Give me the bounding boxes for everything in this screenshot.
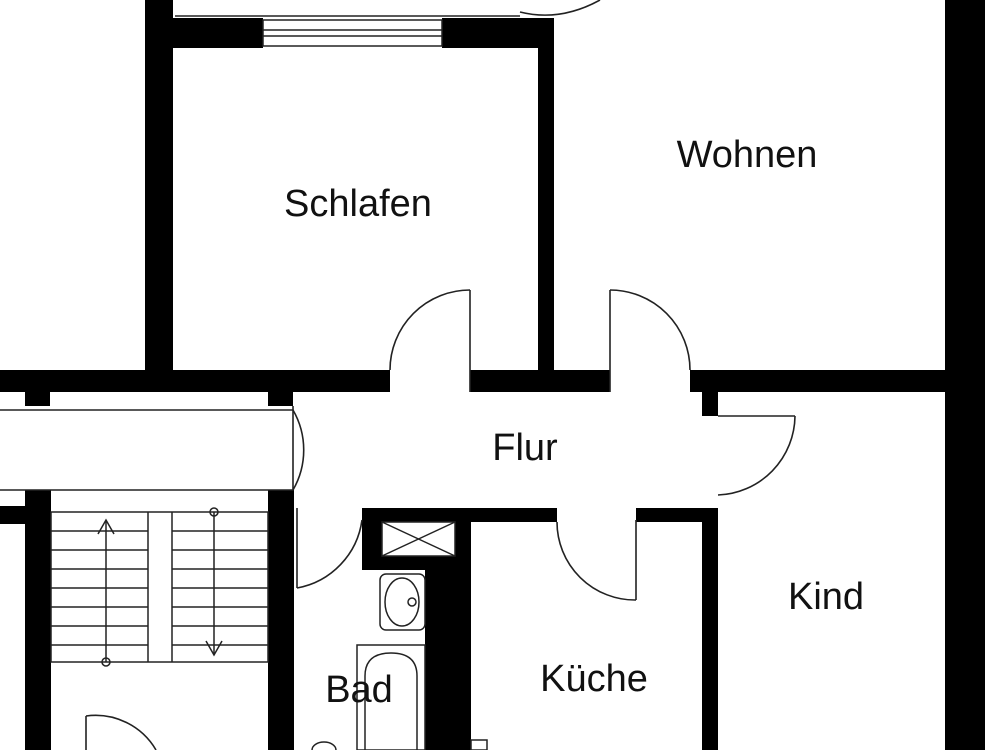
room-label-kind: Kind: [788, 576, 864, 618]
door-kueche-swing: [556, 521, 637, 601]
bathroom-fixtures: [311, 573, 488, 750]
wall-bedroom-right: [538, 18, 554, 390]
door-top-swing: [519, 0, 601, 16]
staircase: [50, 507, 269, 667]
room-label-flur: Flur: [492, 427, 558, 469]
wall-exterior-right: [945, 0, 985, 390]
door-bad-swing: [296, 519, 363, 589]
wall-bedroom-top-right: [442, 18, 554, 48]
kitchen-counter-stub: [470, 739, 488, 750]
wall-stair-post-right: [268, 392, 293, 406]
room-label-kueche: Küche: [540, 658, 648, 700]
wall-bath-shaft-bottom: [362, 556, 467, 570]
wall-kitchen-right: [702, 508, 718, 750]
wall-stair-left: [25, 490, 51, 750]
room-label-bad: Bad: [325, 669, 393, 711]
wall-corridor-north-3: [690, 370, 985, 392]
room-label-wohnen: Wohnen: [677, 134, 818, 176]
toilet: [311, 741, 337, 750]
wall-stair-right: [268, 490, 294, 750]
stair-arrow-up-head: [97, 518, 115, 535]
wall-corridor-north-2: [470, 370, 610, 392]
room-labels: Schlafen Wohnen Flur Kind Küche Bad: [284, 134, 864, 711]
wall-stair-post-left: [25, 392, 50, 406]
wall-top-left-stub: [145, 0, 173, 18]
stair-marker-top: [209, 507, 219, 517]
window: [262, 19, 443, 47]
door-kind-swing: [717, 415, 796, 496]
door-wohnen-swing: [609, 289, 691, 371]
room-label-schlafen: Schlafen: [284, 183, 432, 225]
door-schlafen-swing: [389, 289, 471, 371]
wall-bath-top-bar: [362, 508, 467, 522]
wall-corridor-north-1: [0, 370, 390, 392]
stair-marker-bottom: [101, 657, 111, 667]
wall-kitchen-top-left: [467, 508, 557, 522]
wall-stair-left-stub: [0, 506, 25, 524]
wall-bath-kitchen: [425, 570, 471, 750]
shaft: [381, 521, 456, 557]
wall-kind-left-upper: [702, 392, 718, 416]
wall-kind-right: [945, 392, 985, 750]
door-entrance-swing: [0, 409, 305, 491]
wall-bath-top: [362, 508, 382, 570]
wall-bedroom-left: [145, 18, 173, 390]
stair-arrow-down-head: [205, 640, 223, 657]
door-stair-bottom-swing: [85, 714, 157, 750]
bathtub: [356, 644, 426, 750]
stair-steps: [51, 530, 268, 646]
sink: [379, 573, 426, 631]
wall-kitchen-top-right: [636, 508, 718, 522]
